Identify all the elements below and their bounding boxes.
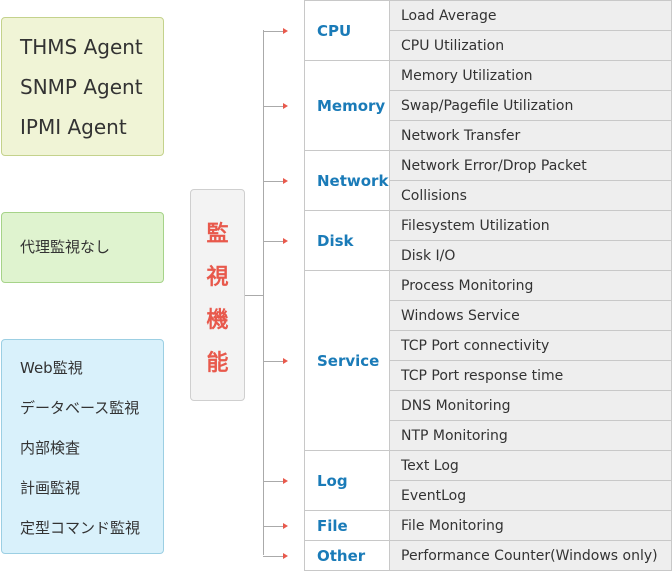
branch-line (263, 241, 283, 242)
item-cell: DNS Monitoring (389, 390, 672, 421)
category-cell-memory: Memory (304, 60, 390, 151)
item-cell: Swap/Pagefile Utilization (389, 90, 672, 121)
arrow-icon (283, 28, 288, 34)
category-cell-disk: Disk (304, 210, 390, 271)
item-label: TCP Port connectivity (401, 337, 550, 354)
item-cell: Memory Utilization (389, 60, 672, 91)
branch-line (263, 106, 283, 107)
category-cell-service: Service (304, 270, 390, 451)
agents-box: THMS Agent SNMP Agent IPMI Agent (1, 17, 164, 156)
category-cell-other: Other (304, 540, 390, 571)
item-cell: Disk I/O (389, 240, 672, 271)
category-cell-network: Network (304, 150, 390, 211)
item-cell: Text Log (389, 450, 672, 481)
center-char: 能 (206, 351, 229, 376)
arrow-icon (283, 358, 288, 364)
item-label: Text Log (401, 457, 459, 474)
item-label: Windows Service (401, 307, 520, 324)
web-item: 計画監視 (20, 479, 81, 497)
item-label: Load Average (401, 7, 497, 24)
item-cell: Load Average (389, 0, 672, 31)
item-cell: Collisions (389, 180, 672, 211)
category-label: File (317, 516, 348, 535)
item-label: Performance Counter(Windows only) (401, 547, 658, 564)
branch-line (263, 181, 283, 182)
web-item: 内部検査 (20, 439, 81, 457)
item-cell: Process Monitoring (389, 270, 672, 301)
item-label: TCP Port response time (401, 367, 564, 384)
web-item: 定型コマンド監視 (20, 519, 141, 537)
item-label: CPU Utilization (401, 37, 505, 54)
category-label: CPU (317, 21, 352, 40)
center-char: 視 (206, 265, 229, 290)
connector-line (245, 295, 263, 296)
item-cell: Network Transfer (389, 120, 672, 151)
item-cell: Filesystem Utilization (389, 210, 672, 241)
item-label: Network Transfer (401, 127, 521, 144)
web-monitoring-box: Web監視 データベース監視 内部検査 計画監視 定型コマンド監視 (1, 339, 164, 554)
arrow-icon (283, 103, 288, 109)
item-label: Swap/Pagefile Utilization (401, 97, 574, 114)
proxy-label: 代理監視なし (20, 238, 111, 256)
branch-line (263, 361, 283, 362)
category-label: Disk (317, 231, 354, 250)
category-cell-cpu: CPU (304, 0, 390, 61)
item-label: NTP Monitoring (401, 427, 508, 444)
item-cell: NTP Monitoring (389, 420, 672, 451)
item-label: DNS Monitoring (401, 397, 511, 414)
connector-trunk (263, 30, 264, 555)
branch-line (263, 556, 283, 557)
category-cell-file: File (304, 510, 390, 541)
branch-line (263, 31, 283, 32)
item-label: Disk I/O (401, 247, 456, 264)
item-cell: EventLog (389, 480, 672, 511)
item-cell: File Monitoring (389, 510, 672, 541)
item-label: Filesystem Utilization (401, 217, 550, 234)
category-label: Network (317, 171, 389, 190)
item-cell: Network Error/Drop Packet (389, 150, 672, 181)
monitoring-function-box: 監 視 機 能 (190, 189, 245, 401)
center-char: 機 (206, 308, 229, 333)
item-label: Collisions (401, 187, 467, 204)
category-label: Service (317, 351, 380, 370)
branch-line (263, 481, 283, 482)
item-cell: Windows Service (389, 300, 672, 331)
item-label: Process Monitoring (401, 277, 534, 294)
agent-snmp: SNMP Agent (20, 75, 143, 99)
item-label: Network Error/Drop Packet (401, 157, 587, 174)
item-cell: CPU Utilization (389, 30, 672, 61)
item-cell: TCP Port connectivity (389, 330, 672, 361)
arrow-icon (283, 523, 288, 529)
center-char: 監 (206, 222, 229, 247)
agent-ipmi: IPMI Agent (20, 115, 127, 139)
item-label: File Monitoring (401, 517, 504, 534)
item-label: EventLog (401, 487, 467, 504)
arrow-icon (283, 553, 288, 559)
arrow-icon (283, 178, 288, 184)
proxy-box: 代理監視なし (1, 212, 164, 283)
web-item: Web監視 (20, 359, 83, 377)
agent-thms: THMS Agent (20, 35, 143, 59)
item-label: Memory Utilization (401, 67, 533, 84)
item-cell: TCP Port response time (389, 360, 672, 391)
branch-line (263, 526, 283, 527)
arrow-icon (283, 478, 288, 484)
item-cell: Performance Counter(Windows only) (389, 540, 672, 571)
web-item: データベース監視 (20, 399, 140, 417)
category-label: Memory (317, 96, 386, 115)
category-cell-log: Log (304, 450, 390, 511)
category-label: Other (317, 546, 366, 565)
category-label: Log (317, 471, 348, 490)
arrow-icon (283, 238, 288, 244)
